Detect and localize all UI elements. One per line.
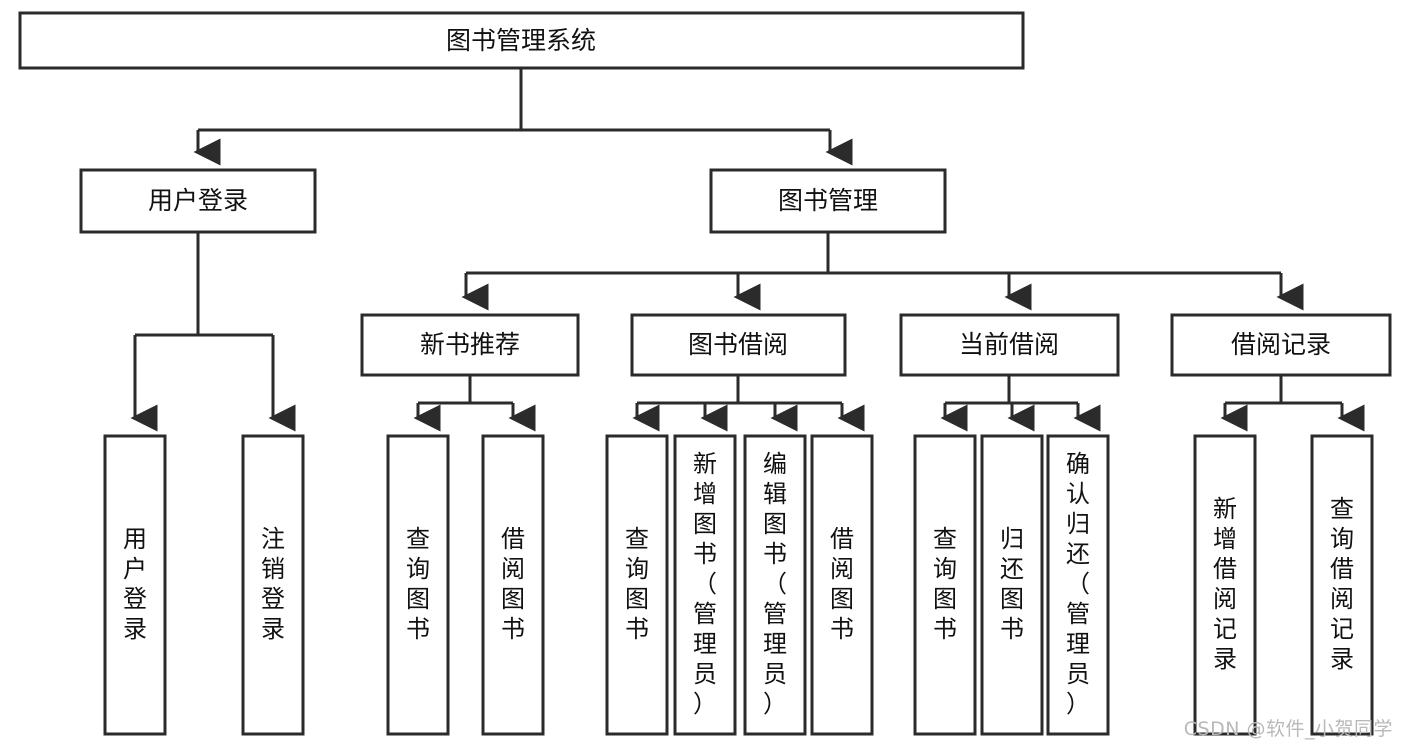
leaf-query-book-2-box[interactable] (605, 434, 669, 736)
leaf-query-book-1-label: 查询图书 (406, 525, 430, 643)
leaf-add-book-label: 新增图书（管理员） (693, 450, 717, 718)
leaf-query-record[interactable]: 查询借阅记录 (1310, 434, 1374, 736)
leaf-query-book-1[interactable]: 查询图书 (386, 434, 450, 736)
leaf-query-record-label: 查询借阅记录 (1330, 495, 1354, 673)
leaf-confirm-return-box[interactable] (1046, 434, 1110, 736)
leaf-user-login-box[interactable] (103, 434, 167, 736)
leaf-query-book-3-label: 查询图书 (933, 525, 957, 643)
node-current-borrow-box[interactable] (899, 313, 1120, 377)
node-borrow-record[interactable]: 借阅记录 (1170, 313, 1392, 377)
leaf-add-book[interactable]: 新增图书（管理员） (673, 434, 737, 736)
leaf-query-record-box[interactable] (1310, 434, 1374, 736)
leaf-borrow-book-1[interactable]: 借阅图书 (481, 434, 545, 736)
leaf-return-book-box[interactable] (980, 434, 1044, 736)
node-book-borrow-box[interactable] (630, 313, 847, 377)
node-user-login-box[interactable] (79, 168, 317, 234)
leaf-query-book-1-box[interactable] (386, 434, 450, 736)
leaf-query-book-2[interactable]: 查询图书 (605, 434, 669, 736)
node-book-borrow[interactable]: 图书借阅 (630, 313, 847, 377)
node-root-label: 图书管理系统 (446, 26, 596, 55)
leaf-query-book-3-box[interactable] (913, 434, 977, 736)
node-user-login-label: 用户登录 (148, 186, 248, 215)
node-new-book-rec[interactable]: 新书推荐 (360, 313, 580, 377)
edges-layer (130, 68, 1365, 432)
leaf-confirm-return[interactable]: 确认归还（管理员） (1046, 434, 1110, 736)
node-root[interactable]: 图书管理系统 (18, 11, 1025, 70)
node-user-login[interactable]: 用户登录 (79, 168, 317, 234)
leaf-user-logout[interactable]: 注销登录 (241, 434, 305, 736)
node-book-borrow-label: 图书借阅 (688, 330, 788, 359)
leaf-user-logout-box[interactable] (241, 434, 305, 736)
leaf-edit-book-label: 编辑图书（管理员） (763, 450, 787, 718)
leaf-add-record-label: 新增借阅记录 (1213, 495, 1237, 673)
leaf-user-login-label: 用户登录 (123, 525, 147, 643)
node-current-borrow-label: 当前借阅 (959, 330, 1059, 359)
leaf-edit-book[interactable]: 编辑图书（管理员） (743, 434, 807, 736)
node-borrow-record-box[interactable] (1170, 313, 1392, 377)
node-root-box[interactable] (18, 11, 1025, 70)
leaf-return-book-label: 归还图书 (1000, 525, 1024, 643)
leaf-borrow-book-2-label: 借阅图书 (830, 525, 854, 643)
leaf-borrow-book-1-label: 借阅图书 (501, 525, 525, 643)
node-borrow-record-label: 借阅记录 (1231, 330, 1331, 359)
leaf-borrow-book-2[interactable]: 借阅图书 (810, 434, 874, 736)
leaf-return-book[interactable]: 归还图书 (980, 434, 1044, 736)
leaf-user-logout-label: 注销登录 (261, 525, 285, 643)
leaf-user-login[interactable]: 用户登录 (103, 434, 167, 736)
node-book-manage-box[interactable] (709, 168, 947, 234)
leaf-query-book-3[interactable]: 查询图书 (913, 434, 977, 736)
leaf-add-record-box[interactable] (1193, 434, 1257, 736)
leaf-query-book-2-label: 查询图书 (625, 525, 649, 643)
node-new-book-rec-label: 新书推荐 (420, 330, 520, 359)
leaf-borrow-book-2-box[interactable] (810, 434, 874, 736)
leaf-add-book-box[interactable] (673, 434, 737, 736)
leaf-add-record[interactable]: 新增借阅记录 (1193, 434, 1257, 736)
leaf-confirm-return-label: 确认归还（管理员） (1066, 450, 1090, 718)
node-book-manage[interactable]: 图书管理 (709, 168, 947, 234)
node-book-manage-label: 图书管理 (778, 186, 878, 215)
node-new-book-rec-box[interactable] (360, 313, 580, 377)
node-current-borrow[interactable]: 当前借阅 (899, 313, 1120, 377)
leaf-borrow-book-1-box[interactable] (481, 434, 545, 736)
leaf-edit-book-box[interactable] (743, 434, 807, 736)
